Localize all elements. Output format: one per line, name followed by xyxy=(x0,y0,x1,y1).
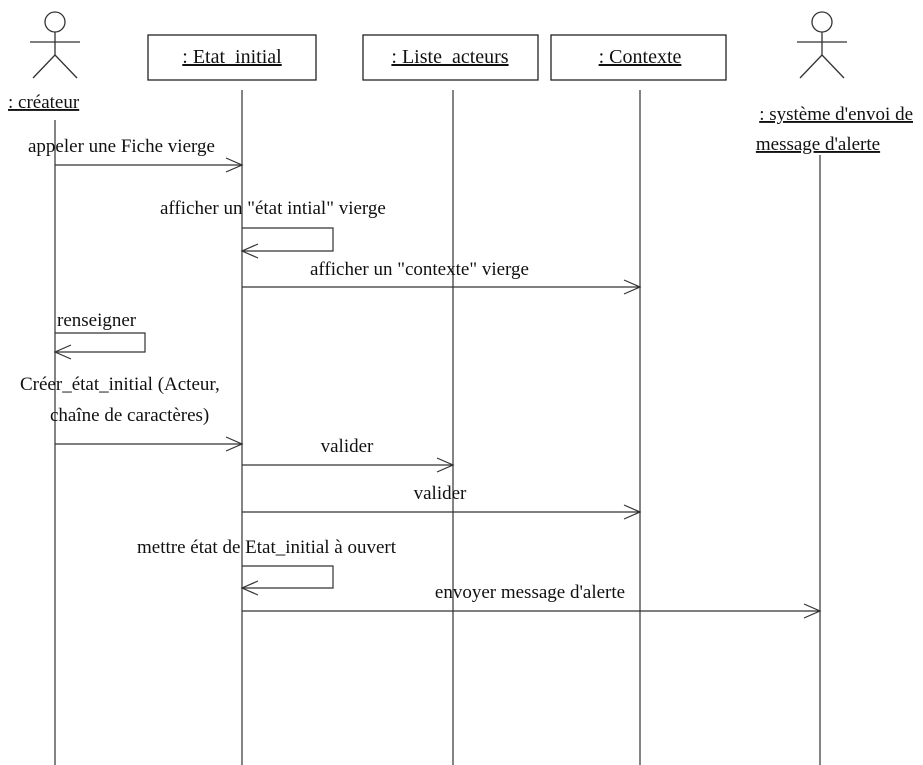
object-liste-acteurs-label: : Liste_acteurs xyxy=(391,46,508,68)
message-valider-liste-arrowhead xyxy=(436,457,455,473)
message-creer-etat-initial-label-line1: Créer_état_initial (Acteur, xyxy=(20,374,220,395)
actor-systeme-leg-left xyxy=(799,54,823,79)
message-mettre-etat-ouvert-arrowhead xyxy=(240,580,259,596)
actor-systeme: : système d'envoi de message d'alerte xyxy=(756,11,913,155)
message-mettre-etat-ouvert: mettre état de Etat_initial à ouvert xyxy=(137,537,397,596)
actor-systeme-label-line2: message d'alerte xyxy=(756,134,880,155)
object-etat-initial-box xyxy=(147,34,317,81)
message-appeler-fiche-label: appeler une Fiche vierge xyxy=(28,136,215,157)
actor-createur-leg-right xyxy=(54,54,78,79)
actor-createur-leg-left xyxy=(32,54,56,79)
message-afficher-contexte-arrowhead xyxy=(623,279,642,295)
object-etat-initial-label: : Etat_initial xyxy=(182,46,282,68)
actor-createur: : créateur xyxy=(8,11,80,113)
message-mettre-etat-ouvert-line xyxy=(242,565,334,589)
object-liste-acteurs: : Liste_acteurs xyxy=(362,34,539,81)
message-envoyer-alerte-arrowhead xyxy=(803,603,822,619)
message-appeler-fiche: appeler une Fiche vierge xyxy=(28,136,244,173)
message-envoyer-alerte: envoyer message d'alerte xyxy=(242,582,822,619)
message-renseigner: renseigner xyxy=(53,310,146,360)
message-valider-contexte-arrowhead xyxy=(623,504,642,520)
message-valider-contexte: valider xyxy=(242,483,642,520)
message-valider-contexte-label: valider xyxy=(414,483,467,504)
message-valider-liste: valider xyxy=(242,436,455,473)
message-appeler-fiche-arrowhead xyxy=(225,157,244,173)
actor-createur-head xyxy=(44,11,66,33)
object-contexte-label: : Contexte xyxy=(599,46,682,68)
actor-systeme-label-line1: : système d'envoi de xyxy=(759,104,913,125)
message-mettre-etat-ouvert-label: mettre état de Etat_initial à ouvert xyxy=(137,537,397,558)
message-creer-etat-initial: Créer_état_initial (Acteur, chaîne de ca… xyxy=(20,374,244,452)
actor-systeme-leg-right xyxy=(821,54,845,79)
message-renseigner-arrowhead xyxy=(53,344,72,360)
message-envoyer-alerte-label: envoyer message d'alerte xyxy=(435,582,625,603)
message-valider-liste-label: valider xyxy=(321,436,374,457)
message-afficher-etat: afficher un "état intial" vierge xyxy=(160,198,386,259)
message-afficher-etat-line xyxy=(242,227,334,252)
actor-createur-label: : créateur xyxy=(8,92,80,113)
message-afficher-etat-label: afficher un "état intial" vierge xyxy=(160,198,386,219)
message-creer-etat-initial-label-line2: chaîne de caractères) xyxy=(50,405,209,426)
message-creer-etat-initial-arrowhead xyxy=(225,436,244,452)
message-renseigner-label: renseigner xyxy=(57,310,137,331)
message-afficher-contexte-label: afficher un "contexte" vierge xyxy=(310,259,529,280)
object-contexte: : Contexte xyxy=(550,34,727,81)
message-renseigner-line xyxy=(55,332,146,353)
actor-systeme-head xyxy=(811,11,833,33)
object-liste-acteurs-box xyxy=(362,34,539,81)
object-contexte-box xyxy=(550,34,727,81)
object-etat-initial: : Etat_initial xyxy=(147,34,317,81)
message-afficher-etat-arrowhead xyxy=(240,243,259,259)
message-afficher-contexte: afficher un "contexte" vierge xyxy=(242,259,642,295)
